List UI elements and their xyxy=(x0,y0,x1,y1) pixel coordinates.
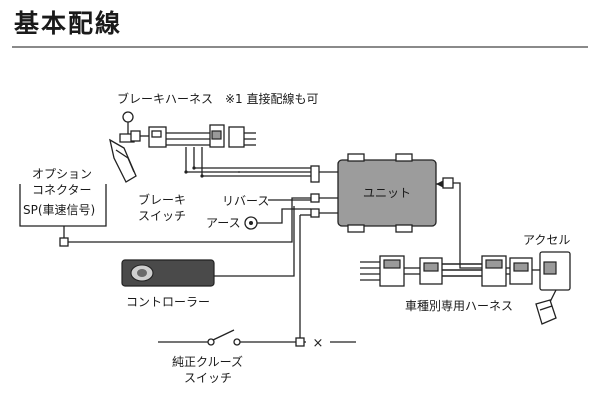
sp-signal-label: SP(車速信号) xyxy=(23,203,95,217)
brake-harness-wire-2 xyxy=(193,147,316,169)
earth-terminal-icon xyxy=(244,208,311,230)
not-connected-mark: × xyxy=(313,336,324,351)
cruise-switch-label-line1: 純正クルーズ xyxy=(172,354,243,369)
unit-label: ユニット xyxy=(363,186,411,200)
option-connector-label-line1: オプション xyxy=(32,167,92,181)
option-connector-box xyxy=(19,184,311,247)
cruise-switch-label-line2: スイッチ xyxy=(184,371,232,385)
brake-harness-icon xyxy=(130,124,256,148)
option-connector-label-line2: コネクター xyxy=(32,183,92,197)
title-divider xyxy=(12,46,588,48)
brake-switch-icon xyxy=(109,111,137,183)
page-title: 基本配線 xyxy=(14,9,123,38)
vehicle-harness-label: 車種別専用ハーネス xyxy=(405,299,513,313)
reverse-label: リバース xyxy=(222,194,269,208)
control-unit xyxy=(337,153,437,233)
earth-label: アース xyxy=(206,216,241,230)
accelerator-signal-connector xyxy=(436,177,488,269)
controller-icon xyxy=(121,206,295,287)
brake-switch-label-line2: スイッチ xyxy=(138,209,186,223)
brake-harness-label: ブレーキハーネス ※1 直接配線も可 xyxy=(117,91,319,106)
accelerator-label: アクセル xyxy=(523,233,570,247)
brake-switch-label-line1: ブレーキ xyxy=(138,192,186,207)
unit-input-connectors xyxy=(310,165,340,218)
controller-label: コントローラー xyxy=(126,295,210,309)
vehicle-harness-icon xyxy=(360,255,533,287)
accelerator-pedal-icon xyxy=(532,251,571,325)
cruise-switch-icon xyxy=(158,215,306,347)
